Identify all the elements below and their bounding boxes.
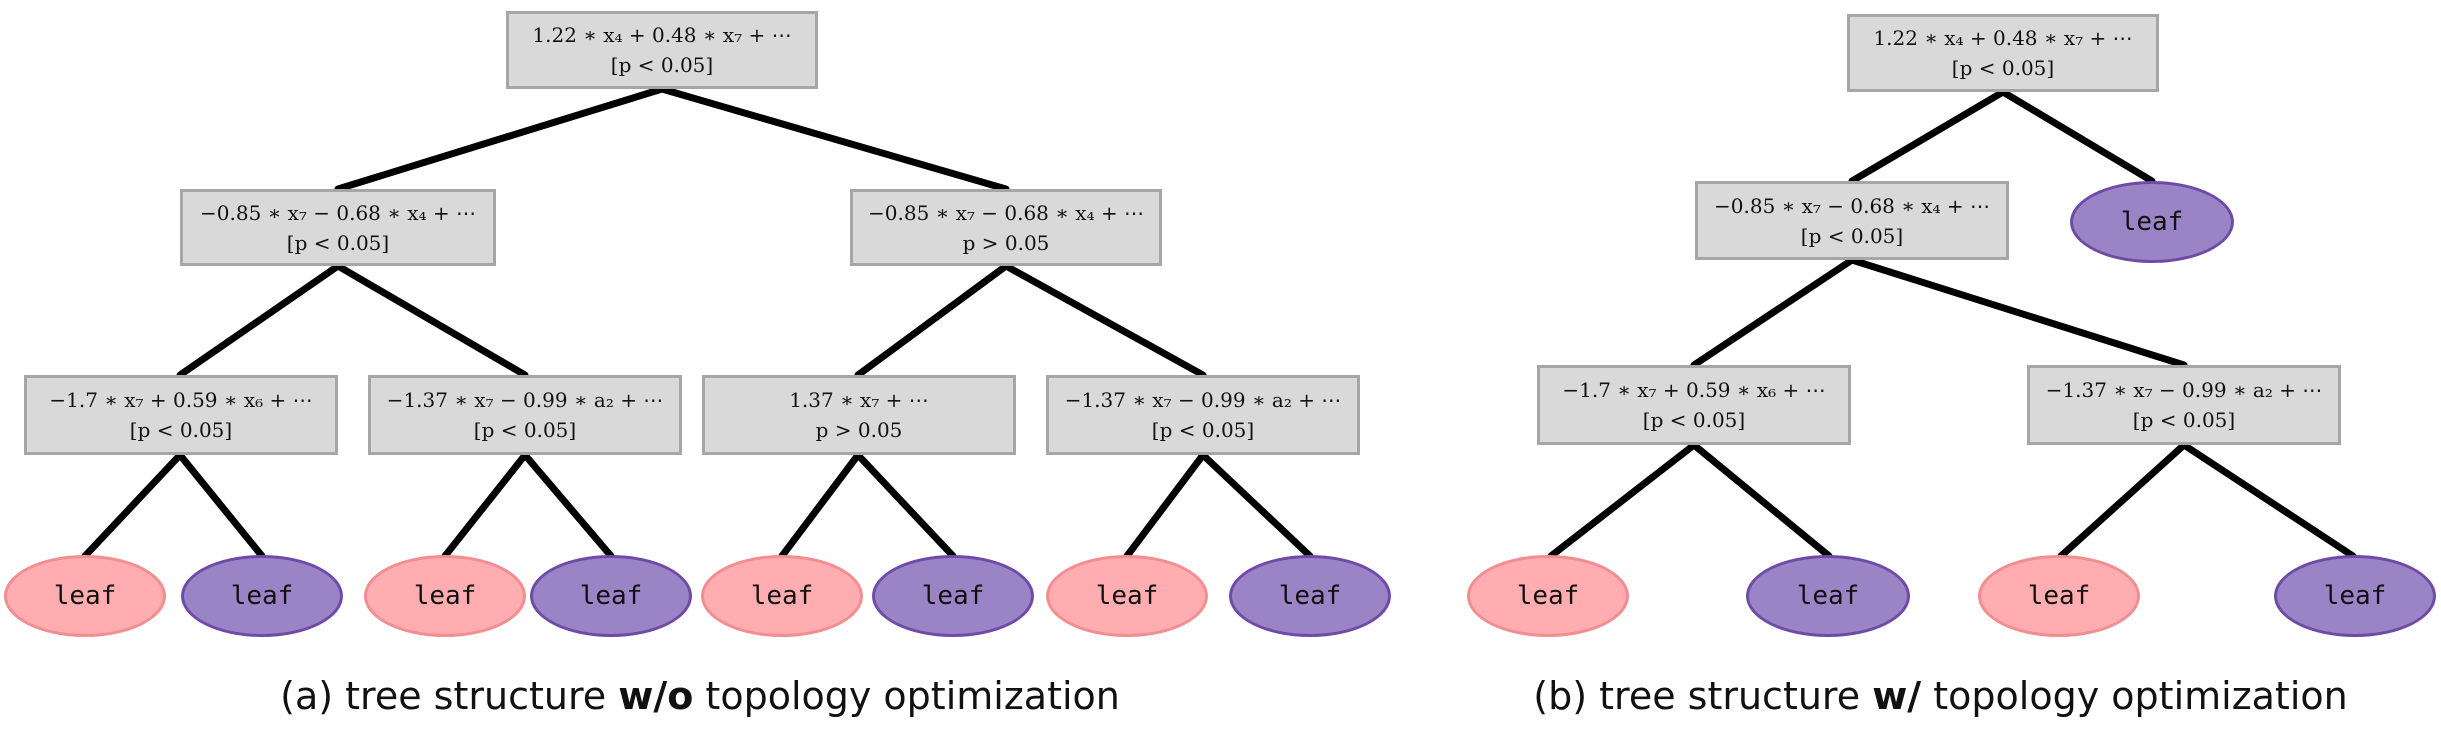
leaf-label: leaf — [1516, 581, 1580, 611]
caption-left: (a) tree structure w/o topology optimiza… — [0, 666, 1400, 726]
node-condition: [p < 0.05] — [1151, 418, 1255, 442]
edge — [1999, 88, 2156, 185]
caption-text: topology optimization — [1933, 674, 2348, 718]
edge — [778, 451, 862, 560]
node-condition: [p < 0.05] — [1951, 56, 2055, 80]
edge — [1199, 451, 1314, 560]
right-br-node: −1.37 ∗ x₇ − 0.99 ∗ a₂ + ⋯ [p < 0.05] — [2027, 365, 2341, 445]
caption-emphasis: w/ — [1872, 674, 1922, 718]
leaf-label: leaf — [921, 581, 985, 611]
node-formula: −0.85 ∗ x₇ − 0.68 ∗ x₄ + ⋯ — [200, 200, 476, 225]
right-mid-node: −0.85 ∗ x₇ − 0.68 ∗ x₄ + ⋯ [p < 0.05] — [1695, 181, 2009, 260]
leaf-node: leaf — [4, 555, 166, 637]
leaf-node: leaf — [1229, 555, 1391, 637]
edge — [854, 262, 1010, 379]
node-condition: [p < 0.05] — [1642, 408, 1746, 432]
left-rr-node: −1.37 ∗ x₇ − 0.99 ∗ a₂ + ⋯ [p < 0.05] — [1046, 375, 1360, 455]
left-mid-left-node: −0.85 ∗ x₇ − 0.68 ∗ x₄ + ⋯ [p < 0.05] — [180, 189, 496, 266]
leaf-node: leaf — [364, 555, 526, 637]
edge — [441, 451, 529, 560]
leaf-node: leaf — [1978, 555, 2140, 637]
leaf-label: leaf — [1095, 581, 1159, 611]
node-formula: −1.7 ∗ x₇ + 0.59 ∗ x₆ + ⋯ — [49, 388, 313, 412]
edge — [81, 451, 184, 560]
leaf-label: leaf — [2323, 581, 2387, 611]
leaf-label: leaf — [579, 581, 643, 611]
node-formula: −1.7 ∗ x₇ + 0.59 ∗ x₆ + ⋯ — [1562, 378, 1826, 402]
node-condition: [p < 0.05] — [129, 418, 233, 442]
leaf-label: leaf — [413, 581, 477, 611]
node-formula: 1.22 ∗ x₄ + 0.48 ∗ x₇ + ⋯ — [1873, 26, 2133, 50]
edge — [334, 85, 666, 193]
leaf-node: leaf — [1467, 555, 1629, 637]
node-formula: −0.85 ∗ x₇ − 0.68 ∗ x₄ + ⋯ — [868, 200, 1144, 225]
caption-text: (a) tree structure — [280, 674, 607, 718]
right-root-node: 1.22 ∗ x₄ + 0.48 ∗ x₇ + ⋯ [p < 0.05] — [1847, 14, 2159, 92]
leaf-label: leaf — [750, 581, 814, 611]
node-formula: −1.37 ∗ x₇ − 0.99 ∗ a₂ + ⋯ — [2045, 378, 2323, 402]
edge — [1547, 441, 1698, 560]
left-rl-node: 1.37 ∗ x₇ + ⋯ p > 0.05 — [702, 375, 1016, 455]
node-formula: −1.37 ∗ x₇ − 0.99 ∗ a₂ + ⋯ — [386, 388, 664, 412]
edge — [854, 451, 957, 560]
edge — [1002, 262, 1207, 379]
node-condition: [p < 0.05] — [473, 418, 577, 442]
node-formula: 1.22 ∗ x₄ + 0.48 ∗ x₇ + ⋯ — [532, 23, 792, 47]
node-formula: 1.37 ∗ x₇ + ⋯ — [789, 388, 929, 412]
leaf-node: leaf — [701, 555, 863, 637]
node-condition: [p < 0.05] — [2132, 408, 2236, 432]
edge — [1690, 441, 1833, 560]
edge — [176, 262, 342, 379]
leaf-label: leaf — [2120, 207, 2184, 237]
leaf-label: leaf — [230, 581, 294, 611]
node-condition: [p < 0.05] — [610, 53, 714, 77]
edge — [2180, 441, 2357, 560]
leaf-node: leaf — [530, 555, 692, 637]
edge — [1123, 451, 1207, 560]
node-formula: −1.37 ∗ x₇ − 0.99 ∗ a₂ + ⋯ — [1064, 388, 1342, 412]
caption-text: topology optimization — [705, 674, 1120, 718]
caption-right: (b) tree structure w/ topology optimizat… — [1440, 666, 2441, 726]
left-ll-node: −1.7 ∗ x₇ + 0.59 ∗ x₆ + ⋯ [p < 0.05] — [24, 375, 338, 455]
node-condition: p > 0.05 — [815, 418, 903, 442]
caption-text: (b) tree structure — [1533, 674, 1861, 718]
left-root-node: 1.22 ∗ x₄ + 0.48 ∗ x₇ + ⋯ [p < 0.05] — [506, 11, 818, 89]
leaf-label: leaf — [53, 581, 117, 611]
edge — [1848, 256, 2188, 369]
node-condition: [p < 0.05] — [1800, 223, 1904, 248]
edge — [176, 451, 266, 560]
node-condition: p > 0.05 — [962, 230, 1050, 255]
leaf-label: leaf — [1796, 581, 1860, 611]
edge — [1848, 88, 2007, 185]
node-formula: −0.85 ∗ x₇ − 0.68 ∗ x₄ + ⋯ — [1714, 193, 1990, 218]
leaf-label: leaf — [2027, 581, 2091, 611]
left-lr-node: −1.37 ∗ x₇ − 0.99 ∗ a₂ + ⋯ [p < 0.05] — [368, 375, 682, 455]
left-mid-right-node: −0.85 ∗ x₇ − 0.68 ∗ x₄ + ⋯ p > 0.05 — [850, 189, 1162, 266]
leaf-node: leaf — [1046, 555, 1208, 637]
right-bl-node: −1.7 ∗ x₇ + 0.59 ∗ x₆ + ⋯ [p < 0.05] — [1537, 365, 1851, 445]
leaf-node: leaf — [1746, 555, 1910, 637]
leaf-label: leaf — [1278, 581, 1342, 611]
edge — [334, 262, 529, 379]
edge — [521, 451, 615, 560]
leaf-node: leaf — [872, 555, 1034, 637]
node-condition: [p < 0.05] — [286, 230, 390, 255]
caption-emphasis: w/o — [618, 674, 694, 718]
leaf-node: leaf — [2070, 181, 2234, 263]
edge — [1690, 256, 1856, 369]
edge — [658, 85, 1010, 193]
leaf-node: leaf — [181, 555, 343, 637]
edge — [2057, 441, 2188, 560]
leaf-node: leaf — [2274, 555, 2436, 637]
